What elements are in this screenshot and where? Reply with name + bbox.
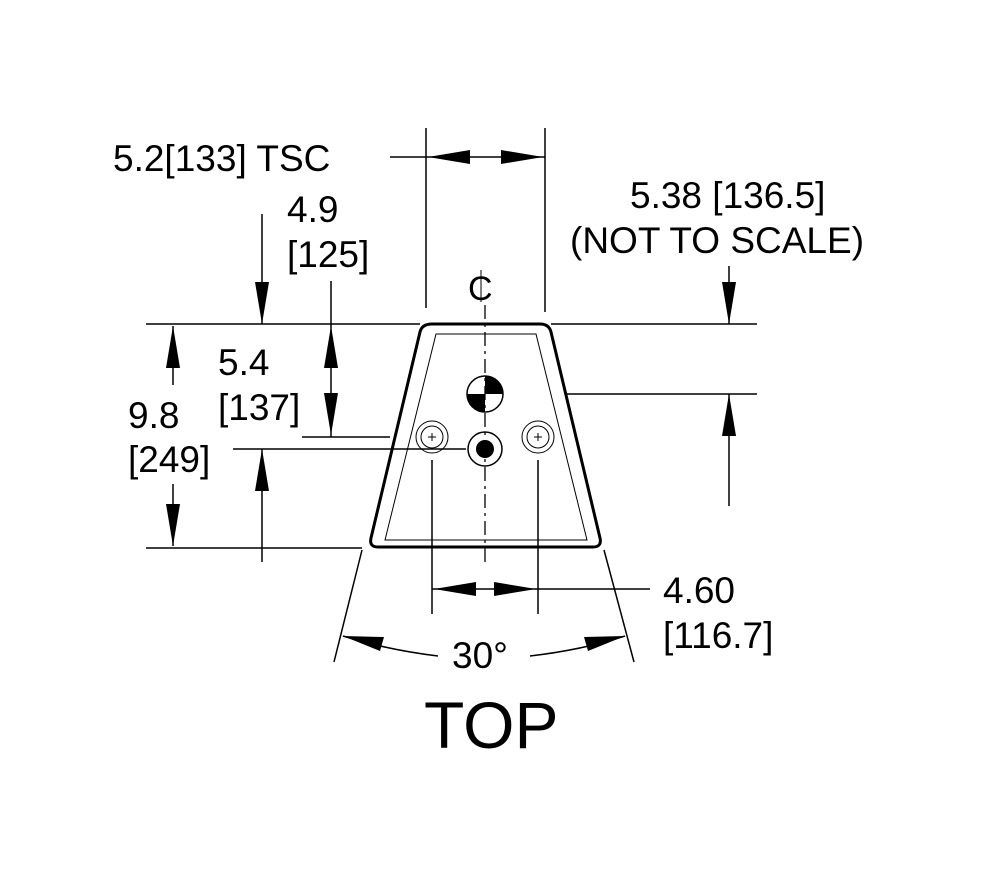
dim-4-9-label-a: 4.9 [287, 189, 338, 230]
dim-9-8 [166, 326, 180, 546]
dim-5-4-label-a: 5.4 [218, 342, 269, 383]
dim-5-4 [324, 281, 338, 437]
dim-4-9 [255, 214, 269, 562]
dim-5-4-label-b: [137] [218, 387, 300, 428]
dim-9-8-label-a: 9.8 [128, 395, 179, 436]
mount-hole-right [521, 420, 555, 454]
dim-4-60 [431, 460, 650, 614]
dim-tsc-label: 5.2[133] TSC [113, 138, 330, 179]
trapezoid-body [369, 322, 602, 549]
center-of-gravity-icon [466, 375, 504, 413]
dim-9-8-label-b: [249] [128, 439, 210, 480]
center-line: C [468, 270, 493, 562]
center-hole [467, 431, 503, 467]
dim-angle-label: 30° [452, 635, 508, 676]
view-title: TOP [424, 688, 558, 762]
dim-4-60-label-a: 4.60 [663, 570, 735, 611]
dim-angle [333, 549, 635, 663]
dim-5-38 [722, 266, 736, 506]
mount-hole-left [415, 420, 449, 454]
dim-5-38-label-b: (NOT TO SCALE) [570, 220, 864, 261]
dim-4-9-label-b: [125] [287, 234, 369, 275]
dim-4-60-label-b: [116.7] [663, 615, 773, 656]
center-line-symbol: C [468, 270, 493, 308]
dim-5-38-label-a: 5.38 [136.5] [630, 175, 825, 216]
dim-tsc [390, 128, 546, 312]
